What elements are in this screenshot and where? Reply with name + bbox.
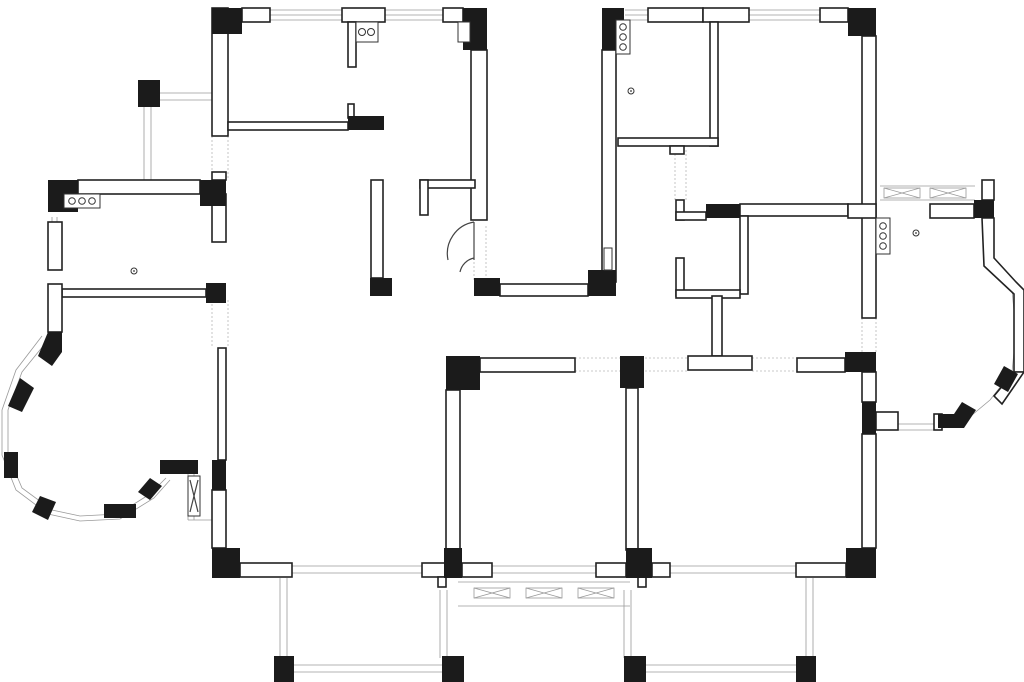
floor-drain-icon [912, 229, 920, 237]
small-fixtures [187, 21, 967, 599]
stove-icon [63, 193, 101, 209]
stove-icon [355, 21, 379, 43]
structural-columns [4, 8, 1018, 682]
stove-icon [875, 217, 891, 255]
door-swing-icon [446, 221, 475, 273]
opening-lines [211, 136, 877, 372]
floor-drain-icon [627, 87, 635, 95]
walls [47, 7, 1024, 588]
floor-drain-icon [130, 267, 138, 275]
stove-icon [615, 19, 631, 55]
window-rails [1, 9, 1017, 673]
